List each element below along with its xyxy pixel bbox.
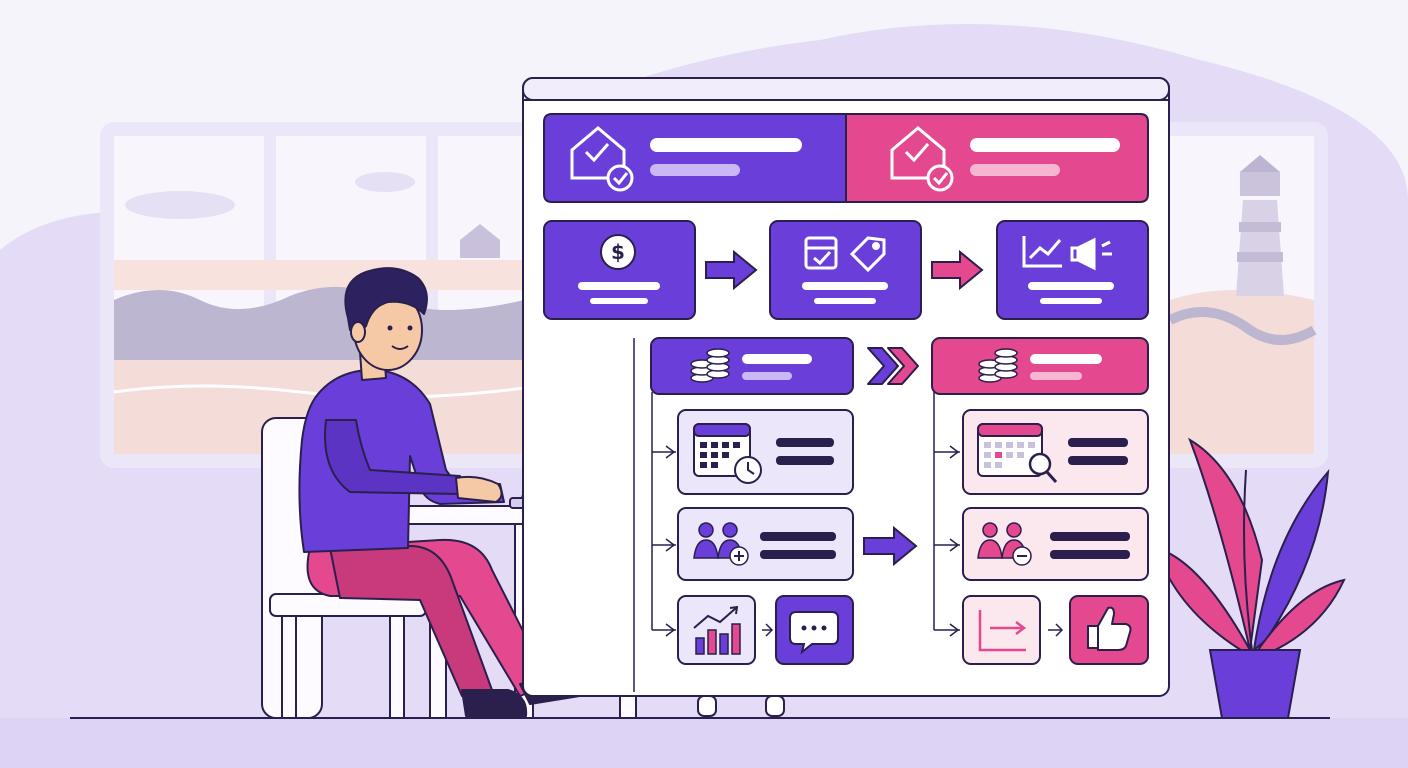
arrow-right-icon: [863, 525, 918, 567]
arrow-right-icon: [705, 249, 758, 291]
connector-lines: [633, 338, 1064, 692]
arrow-right-icon: [931, 249, 984, 291]
chart-megaphone-icon: [1022, 236, 1112, 271]
double-chevron-icon: [867, 347, 919, 385]
svg-text:$: $: [611, 240, 625, 264]
thumbs-up-icon: [1087, 606, 1132, 651]
banner-revenue-purple: [650, 337, 854, 395]
coin-stack-icon: [978, 348, 1018, 383]
dollar-coin-icon: $: [600, 234, 636, 270]
plant-icon: [1154, 437, 1346, 719]
coin-stack-icon: [690, 348, 730, 383]
card-analytics: [677, 595, 756, 665]
trend-arrow-icon: [978, 610, 1027, 652]
card-marketing: [996, 220, 1149, 320]
card-guests: [677, 507, 854, 581]
card-messages: [775, 595, 854, 665]
calendar-search-icon: [977, 423, 1058, 484]
calendar-clock-icon: [693, 423, 762, 484]
chat-bubble-icon: [789, 611, 839, 655]
card-finance: $: [543, 220, 696, 320]
group-add-icon: [693, 522, 749, 566]
banner-revenue-pink: [931, 337, 1149, 395]
calendar-tag-icon: [804, 236, 886, 273]
group-remove-icon: [977, 522, 1032, 566]
card-trend: [962, 595, 1041, 665]
card-cancellations: [962, 507, 1149, 581]
bar-chart-icon: [693, 605, 741, 655]
card-booking: [769, 220, 922, 320]
header-bar: [543, 113, 1149, 203]
card-rating: [1069, 595, 1149, 665]
card-availability: [962, 409, 1149, 495]
house-check-icon: [890, 126, 954, 192]
card-schedule: [677, 409, 854, 495]
lighthouse-icon: [1236, 155, 1284, 296]
house-check-icon: [570, 126, 634, 192]
floor-band: [0, 718, 1408, 768]
